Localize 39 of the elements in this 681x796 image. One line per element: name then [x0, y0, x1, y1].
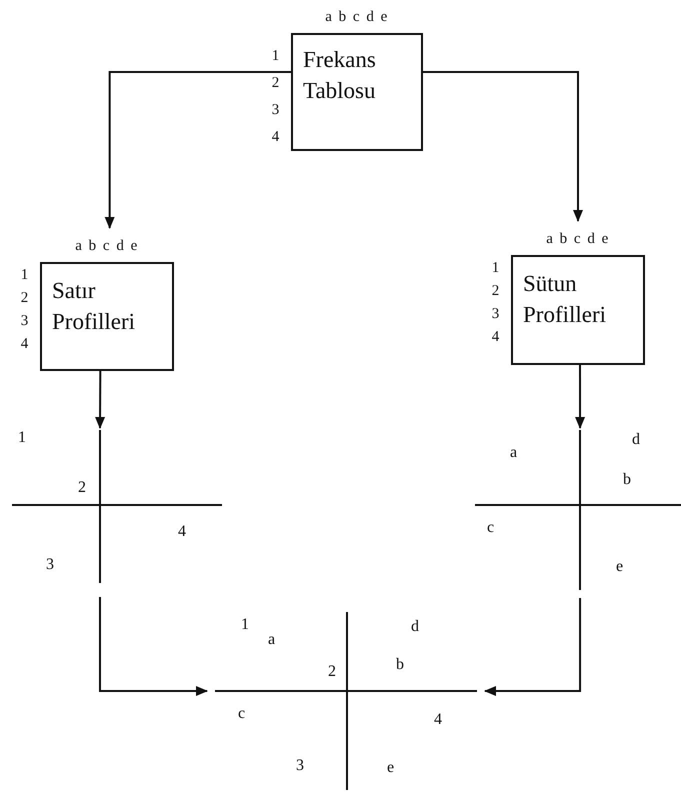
point-label: 3: [46, 556, 54, 574]
process-box: [291, 33, 423, 151]
point-label: c: [238, 705, 246, 723]
row-numbers: 1 2 3 4: [491, 259, 500, 347]
arrow: [95, 371, 106, 429]
process-box: [511, 255, 645, 365]
point-label: b: [623, 471, 631, 489]
point-label: 4: [178, 523, 186, 541]
arrow: [484, 598, 582, 696]
point-label: 4: [434, 711, 442, 729]
point-label: d: [411, 618, 419, 636]
point-label: 1: [18, 429, 26, 447]
point-label: b: [396, 656, 404, 674]
point-label: c: [487, 519, 494, 537]
column-header: a b c d e: [324, 9, 390, 26]
box-title: Frekans Tablosu: [303, 46, 377, 105]
biplot: [215, 612, 477, 790]
arrow: [99, 597, 208, 696]
point-label: 2: [78, 479, 86, 497]
point-label: a: [510, 444, 518, 462]
process-box: [40, 262, 174, 371]
box-title: Sütun Profilleri: [523, 270, 608, 329]
biplot: [12, 430, 222, 583]
point-label: 2: [328, 663, 336, 681]
row-numbers: 1 2 3 4: [20, 266, 29, 354]
arrow: [575, 365, 586, 429]
column-header: a b c d e: [545, 231, 611, 248]
biplot: [475, 430, 681, 590]
point-label: e: [616, 558, 624, 576]
box-title: Satır Profilleri: [52, 277, 136, 336]
row-numbers: 1 2 3 4: [271, 47, 280, 147]
column-header: a b c d e: [74, 238, 140, 255]
point-label: a: [268, 631, 276, 649]
point-label: e: [387, 759, 394, 777]
arrow: [104, 70, 291, 229]
point-label: 1: [241, 616, 249, 634]
point-label: 3: [296, 757, 304, 775]
point-label: d: [632, 431, 640, 449]
arrow: [423, 70, 583, 222]
